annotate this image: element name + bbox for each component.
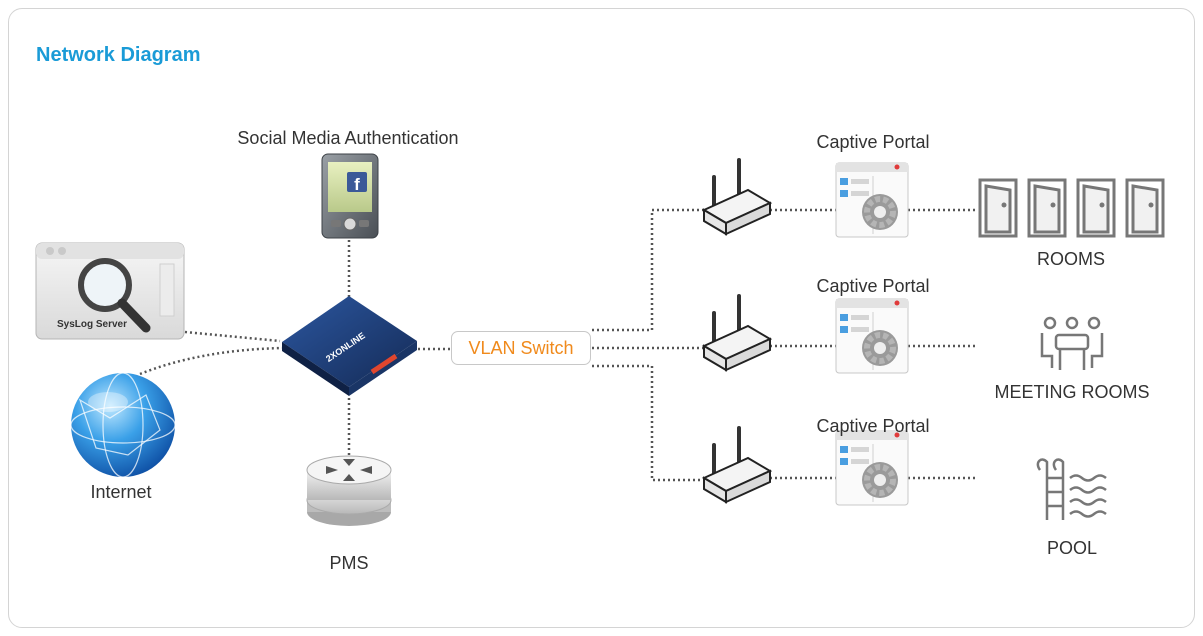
links	[139, 208, 975, 482]
facebook-icon	[347, 172, 367, 192]
meeting-rooms-label: MEETING ROOMS	[994, 382, 1150, 402]
pms-label: PMS	[329, 553, 369, 573]
internet-label: Internet	[90, 482, 152, 502]
diagram-card	[8, 8, 1195, 628]
wireless-router-icon-1	[701, 158, 773, 236]
globe-icon	[70, 372, 176, 478]
door-icon-1	[978, 178, 1018, 238]
captive-portal-label-1: Captive Portal	[816, 132, 930, 152]
wireless-router-icon-3	[701, 426, 773, 504]
pool-label: POOL	[1046, 538, 1098, 558]
rooms-label: ROOMS	[1036, 249, 1106, 269]
wireless-router-icon-2	[701, 294, 773, 372]
captive-portal-icon-1	[835, 162, 909, 238]
syslog-server-icon: SysLog Server	[35, 242, 185, 340]
door-icon-4	[1125, 178, 1165, 238]
captive-portal-label-3: Captive Portal	[816, 416, 930, 436]
captive-portal-icon-3	[835, 430, 909, 506]
link-vlan-ap3	[592, 364, 706, 482]
svg-text:f: f	[354, 175, 360, 194]
appliance-icon: 2XONLINE	[282, 296, 417, 396]
page-title: Network Diagram	[36, 44, 201, 66]
database-icon	[306, 455, 392, 526]
door-icon-2	[1027, 178, 1067, 238]
door-icons	[978, 178, 1165, 238]
syslog-label: SysLog Server	[57, 319, 127, 330]
link-vlan-ap1	[592, 208, 706, 332]
link-syslog-appliance	[184, 330, 281, 343]
social-media-label: Social Media Authentication	[237, 128, 459, 148]
captive-portal-label-2: Captive Portal	[816, 276, 930, 296]
door-icon-3	[1076, 178, 1116, 238]
meeting-people-icon	[1040, 316, 1104, 370]
pool-icon	[1036, 458, 1107, 520]
vlan-switch: VLAN Switch	[451, 331, 591, 365]
mobile-phone-icon: f	[321, 153, 379, 239]
link-internet-appliance	[139, 346, 283, 376]
captive-portal-icon-2	[835, 298, 909, 374]
